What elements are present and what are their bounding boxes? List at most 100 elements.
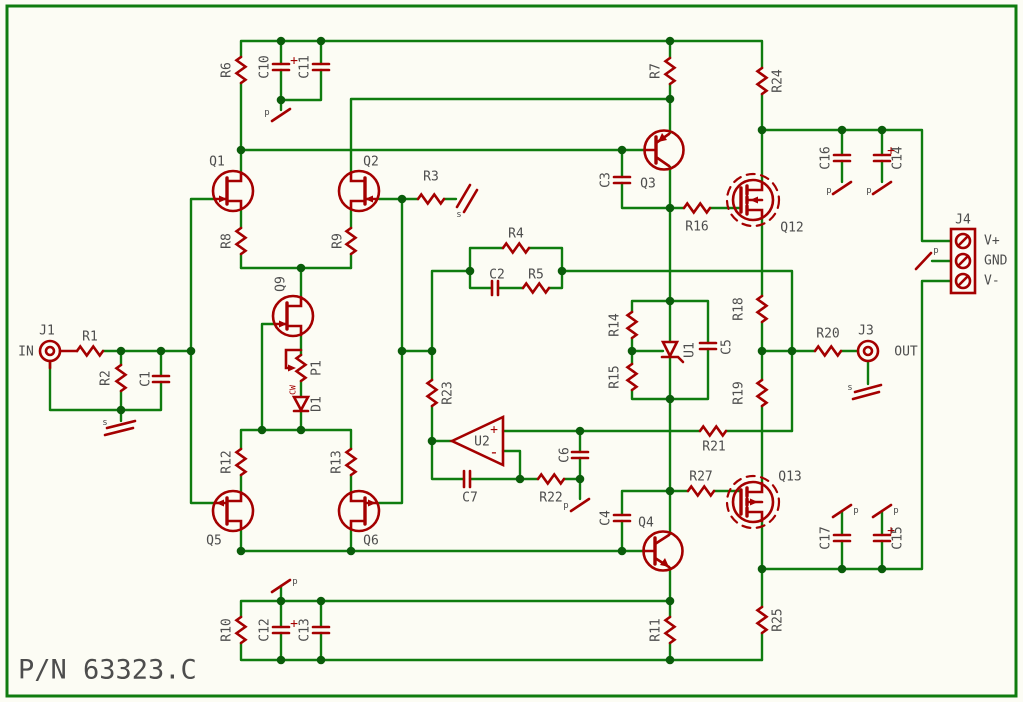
signal-ground-icon bbox=[851, 383, 883, 401]
junction-dots bbox=[116, 36, 887, 665]
label-gnd: GND bbox=[984, 254, 1008, 269]
signal-ground-icon bbox=[455, 183, 479, 214]
power-ground-icon bbox=[270, 578, 292, 594]
label-c10: C10 bbox=[258, 55, 273, 78]
resistor-R21 bbox=[698, 425, 728, 437]
capacitor-C1 bbox=[151, 374, 171, 384]
label-c13: C13 bbox=[298, 618, 313, 641]
label-q12: Q12 bbox=[780, 221, 803, 236]
label-r15: R15 bbox=[608, 365, 623, 388]
resistor-R7 bbox=[664, 56, 676, 86]
ground-letter-p: p bbox=[563, 501, 568, 511]
label-q9: Q9 bbox=[274, 276, 289, 292]
resistor-R18 bbox=[756, 294, 768, 324]
label-c16: C16 bbox=[819, 146, 834, 169]
label-r5: R5 bbox=[528, 268, 544, 283]
ground-letter-p: p bbox=[826, 186, 831, 196]
ground-letter-p: p bbox=[853, 506, 858, 516]
resistor-R22 bbox=[536, 473, 566, 485]
capacitor-C4 bbox=[612, 513, 632, 523]
label-u1: U1 bbox=[683, 342, 698, 358]
potentiometer-P1 bbox=[284, 348, 307, 383]
label-c12: C12 bbox=[258, 618, 273, 641]
label-r19: R19 bbox=[732, 381, 747, 404]
ground-letter-s: s bbox=[102, 418, 107, 428]
label-r24: R24 bbox=[771, 69, 786, 93]
ground-letter-s: s bbox=[456, 210, 461, 220]
polarity-plus-c15: + bbox=[887, 524, 895, 539]
capacitor-C12 bbox=[271, 625, 291, 635]
label-r25: R25 bbox=[771, 608, 786, 631]
connector-J3 bbox=[856, 339, 880, 363]
ground-letter-s: s bbox=[847, 383, 852, 393]
capacitor-C16 bbox=[832, 153, 852, 163]
ground-symbols bbox=[103, 107, 933, 594]
capacitor-C2 bbox=[490, 279, 500, 297]
capacitor-C5 bbox=[698, 341, 718, 351]
capacitor-C13 bbox=[311, 625, 331, 635]
part-number: P/N 63323.C bbox=[18, 655, 197, 686]
resistor-R9 bbox=[345, 226, 357, 256]
label-r20: R20 bbox=[816, 327, 839, 342]
signal-ground-icon bbox=[103, 419, 137, 437]
resistor-R6 bbox=[235, 55, 247, 85]
label-j3: J3 bbox=[858, 324, 874, 339]
transistor-Q5 bbox=[211, 489, 255, 533]
opamp-plus-input: + bbox=[490, 423, 498, 438]
resistor-R19 bbox=[756, 378, 768, 408]
reference-labels: P/N 63323.C J1 IN R1 R2 C1 Q1 Q2 Q5 Q6 Q… bbox=[18, 54, 1008, 686]
power-ground-icon bbox=[871, 503, 893, 519]
polarity-plus-c12: + bbox=[290, 617, 298, 632]
label-c5: C5 bbox=[720, 339, 735, 355]
label-q2: Q2 bbox=[363, 155, 379, 170]
label-p1: P1 bbox=[310, 360, 325, 376]
capacitors bbox=[151, 62, 892, 635]
resistor-R13 bbox=[345, 447, 357, 477]
label-c1: C1 bbox=[139, 371, 154, 387]
capacitor-C3 bbox=[612, 175, 632, 185]
opamp-U2 bbox=[448, 414, 505, 468]
label-q1: Q1 bbox=[209, 155, 225, 170]
label-r22: R22 bbox=[539, 491, 562, 506]
transistor-Q2 bbox=[337, 169, 381, 213]
label-r12: R12 bbox=[220, 450, 235, 473]
transistor-Q3 bbox=[643, 129, 685, 171]
transistor-Q9 bbox=[271, 294, 315, 338]
schematic-border bbox=[5, 4, 1018, 698]
polarity-plus-c10: + bbox=[290, 54, 298, 69]
capacitor-C6 bbox=[570, 450, 590, 460]
power-ground-icon bbox=[569, 497, 591, 513]
label-c15: C15 bbox=[891, 526, 906, 549]
label-c7: C7 bbox=[462, 491, 478, 506]
resistor-R16 bbox=[682, 202, 712, 214]
label-c4: C4 bbox=[599, 510, 614, 526]
resistor-R14 bbox=[626, 310, 638, 340]
capacitor-C10 bbox=[271, 62, 291, 72]
label-r16: R16 bbox=[685, 220, 708, 235]
label-r8: R8 bbox=[220, 233, 235, 249]
label-r11: R11 bbox=[649, 618, 664, 641]
resistor-R15 bbox=[626, 362, 638, 392]
label-r14: R14 bbox=[608, 313, 623, 337]
resistor-R24 bbox=[756, 66, 768, 96]
label-q6: Q6 bbox=[363, 534, 379, 549]
opamp-minus-input: - bbox=[489, 443, 499, 462]
label-c2: C2 bbox=[489, 268, 505, 283]
capacitor-C14 bbox=[872, 153, 892, 163]
label-r3: R3 bbox=[423, 170, 439, 185]
label-c14: C14 bbox=[891, 146, 906, 170]
label-in: IN bbox=[18, 345, 34, 360]
shunt-reference-U1 bbox=[660, 340, 685, 364]
power-ground-icon bbox=[831, 180, 853, 196]
label-c17: C17 bbox=[819, 526, 834, 549]
resistor-R8 bbox=[235, 226, 247, 256]
connector-J1 bbox=[38, 339, 79, 370]
resistor-R10 bbox=[235, 615, 247, 645]
label-c11: C11 bbox=[298, 55, 313, 78]
label-j1: J1 bbox=[39, 324, 55, 339]
transistor-Q1 bbox=[211, 169, 255, 213]
resistor-R27 bbox=[686, 485, 716, 497]
capacitor-C7 bbox=[462, 469, 472, 489]
label-r27: R27 bbox=[689, 470, 712, 485]
